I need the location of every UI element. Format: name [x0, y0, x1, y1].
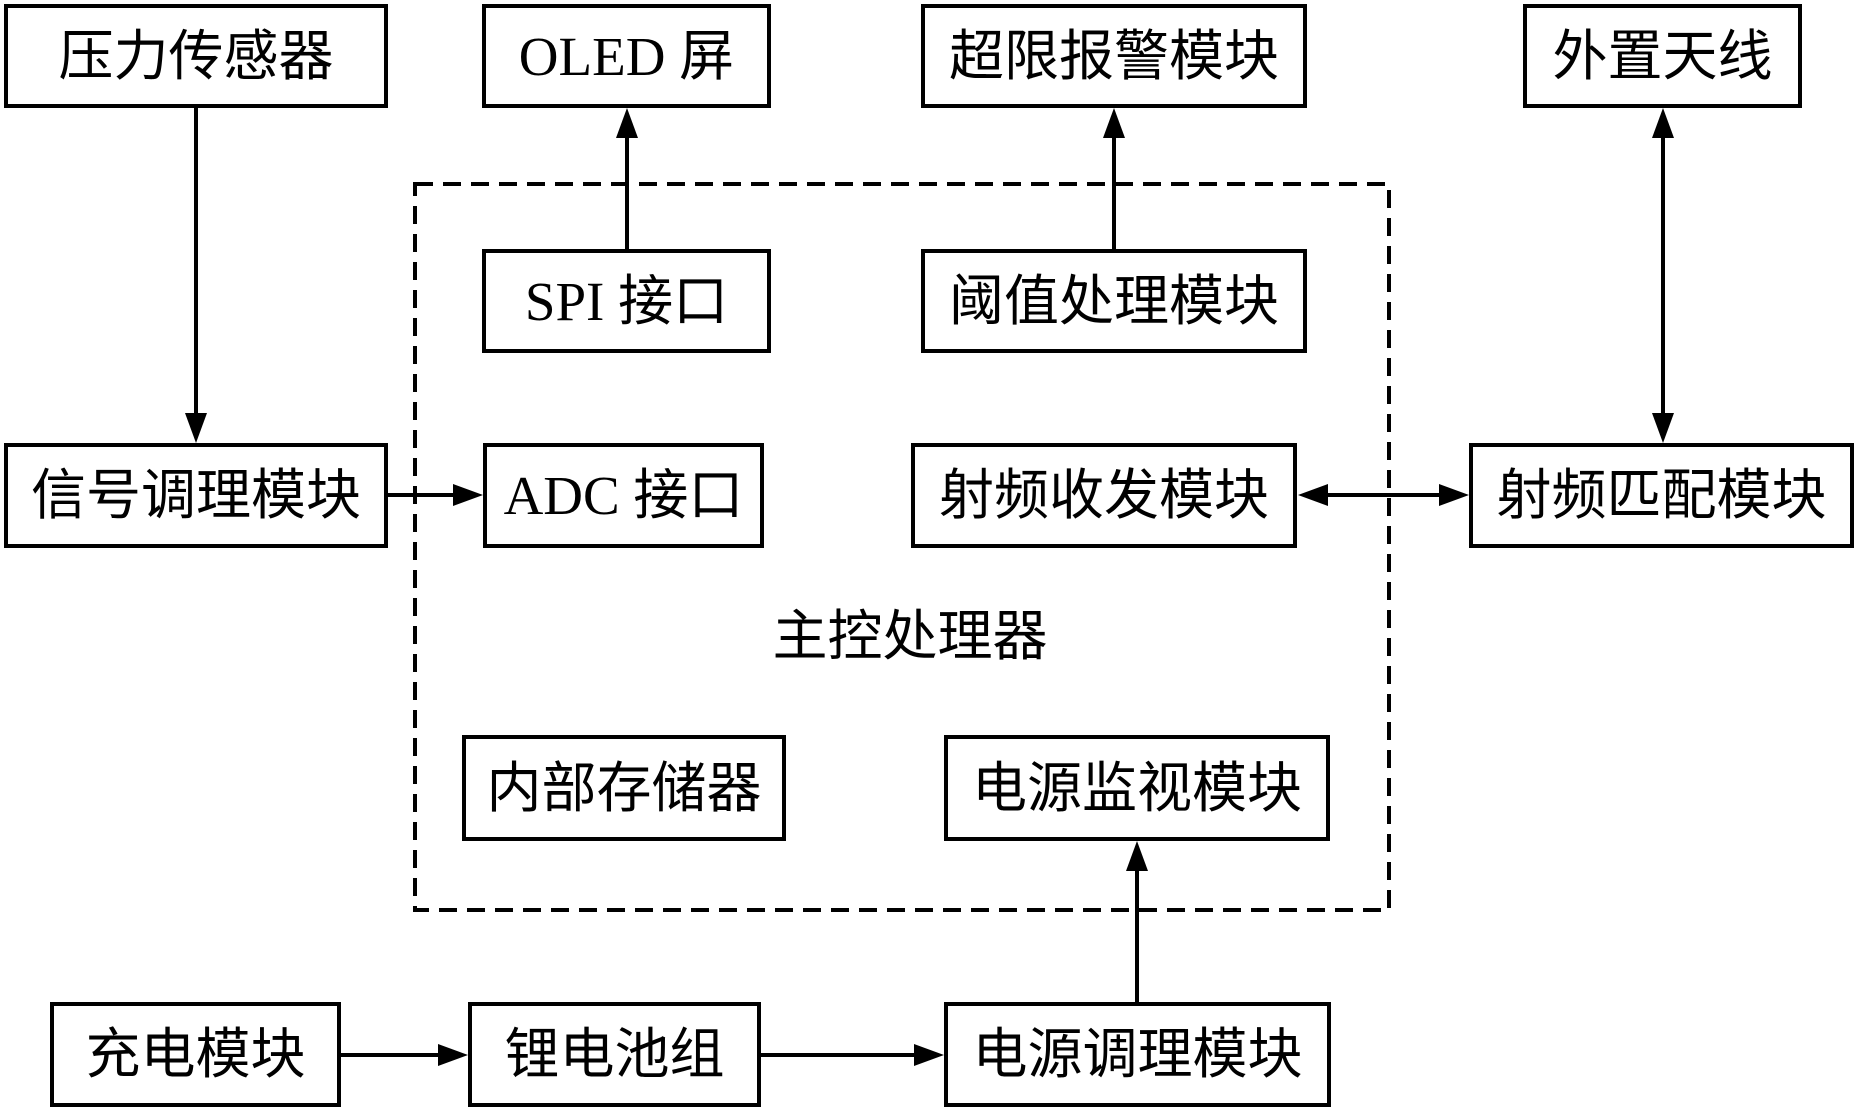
node-external-antenna: 外置天线 — [1523, 4, 1802, 108]
arrow-battery-to-power-conditioning — [761, 1044, 944, 1066]
arrow-charging-to-battery — [341, 1044, 468, 1066]
arrow-signal-conditioning-to-adc — [388, 484, 483, 506]
arrowhead-up — [616, 108, 638, 138]
node-threshold-processing: 阈值处理模块 — [921, 249, 1307, 353]
arrow-antenna-rf-matching-bidirectional — [1652, 108, 1674, 443]
arrowhead-right — [453, 484, 483, 506]
node-lithium-battery: 锂电池组 — [468, 1002, 761, 1107]
arrow-power-conditioning-to-power-monitor — [1126, 841, 1148, 1002]
arrow-rf-transceiver-rf-matching-bidirectional — [1298, 484, 1469, 506]
arrowhead-up — [1103, 108, 1125, 138]
node-charging-module: 充电模块 — [50, 1002, 341, 1107]
arrow-threshold-to-alarm — [1103, 108, 1125, 249]
arrowhead-right — [1439, 484, 1469, 506]
node-power-monitor: 电源监视模块 — [944, 735, 1330, 841]
node-signal-conditioning: 信号调理模块 — [4, 443, 388, 548]
main-controller-boundary — [413, 182, 1391, 912]
main-controller-label: 主控处理器 — [772, 605, 1048, 667]
arrowhead-down — [185, 413, 207, 443]
arrowhead-up — [1652, 108, 1674, 138]
node-power-conditioning: 电源调理模块 — [944, 1002, 1331, 1107]
arrowhead-up — [1126, 841, 1148, 871]
node-overlimit-alarm: 超限报警模块 — [921, 4, 1307, 108]
node-spi-interface: SPI 接口 — [482, 249, 771, 353]
arrowhead-down — [1652, 413, 1674, 443]
node-oled-screen: OLED 屏 — [482, 4, 771, 108]
arrow-pressure-sensor-to-signal-conditioning — [185, 108, 207, 443]
arrowhead-left — [1298, 484, 1328, 506]
node-rf-matching: 射频匹配模块 — [1469, 443, 1854, 548]
node-internal-memory: 内部存储器 — [462, 735, 786, 841]
arrowhead-right — [438, 1044, 468, 1066]
arrow-spi-to-oled — [616, 108, 638, 249]
node-rf-transceiver: 射频收发模块 — [911, 443, 1297, 548]
node-adc-interface: ADC 接口 — [483, 443, 764, 548]
arrowhead-right — [914, 1044, 944, 1066]
node-pressure-sensor: 压力传感器 — [4, 4, 388, 108]
